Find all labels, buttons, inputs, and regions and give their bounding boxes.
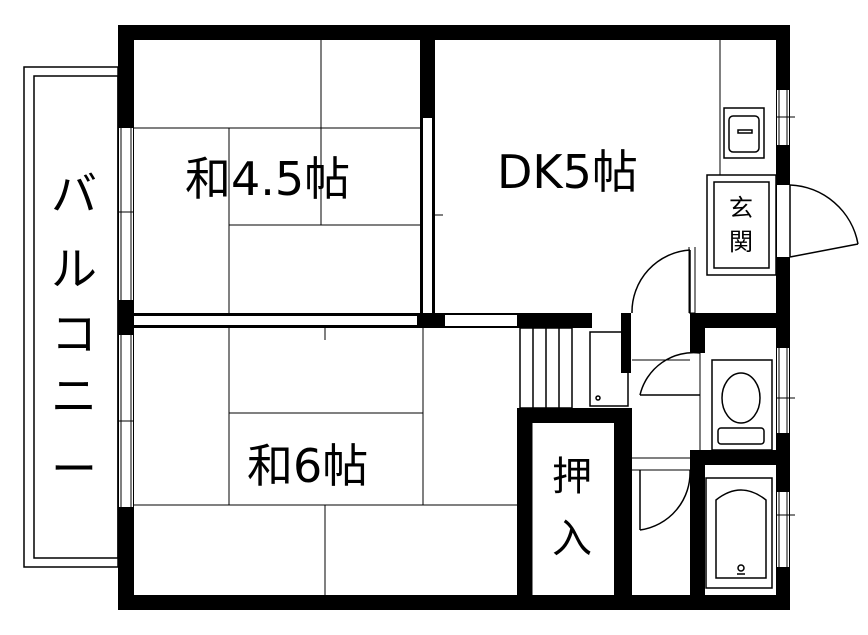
- tatami-large: [134, 328, 517, 595]
- svg-text:入: 入: [552, 516, 592, 562]
- balcony-label: バ ル コ ニ ー: [51, 167, 97, 496]
- thin-walls: [435, 40, 721, 471]
- svg-text:バ: バ: [51, 167, 97, 221]
- outer-walls: [118, 25, 790, 610]
- washer-space: [589, 331, 629, 407]
- closet-label: 押 入: [552, 454, 592, 562]
- tatami-small: [134, 40, 420, 315]
- bath-door: [639, 469, 691, 531]
- svg-text:ー: ー: [51, 442, 97, 496]
- svg-text:ル: ル: [51, 242, 97, 296]
- svg-text:関: 関: [729, 228, 753, 256]
- svg-text:コ: コ: [51, 307, 97, 361]
- room-label-washitsu-small: 和4.5帖: [185, 152, 350, 206]
- stairs: [519, 327, 573, 409]
- svg-text:ニ: ニ: [51, 369, 97, 423]
- svg-text:玄: 玄: [729, 194, 753, 222]
- balcony: [23, 66, 119, 568]
- entrance-label: 玄 関: [729, 194, 753, 256]
- left-windows: [119, 128, 133, 507]
- entrance-area: [706, 174, 777, 276]
- entrance-door: [777, 184, 859, 258]
- dk-door: [631, 249, 691, 314]
- toilet-door: [639, 351, 701, 396]
- toilet-icon: [711, 359, 773, 451]
- inner-walls: [134, 40, 790, 595]
- sink-icon: [723, 107, 765, 159]
- room-label-dk: DK5帖: [497, 145, 638, 199]
- bathtub-icon: [705, 477, 773, 589]
- svg-text:押: 押: [552, 454, 592, 500]
- right-windows: [777, 90, 795, 567]
- room-label-washitsu-large: 和6帖: [247, 439, 368, 493]
